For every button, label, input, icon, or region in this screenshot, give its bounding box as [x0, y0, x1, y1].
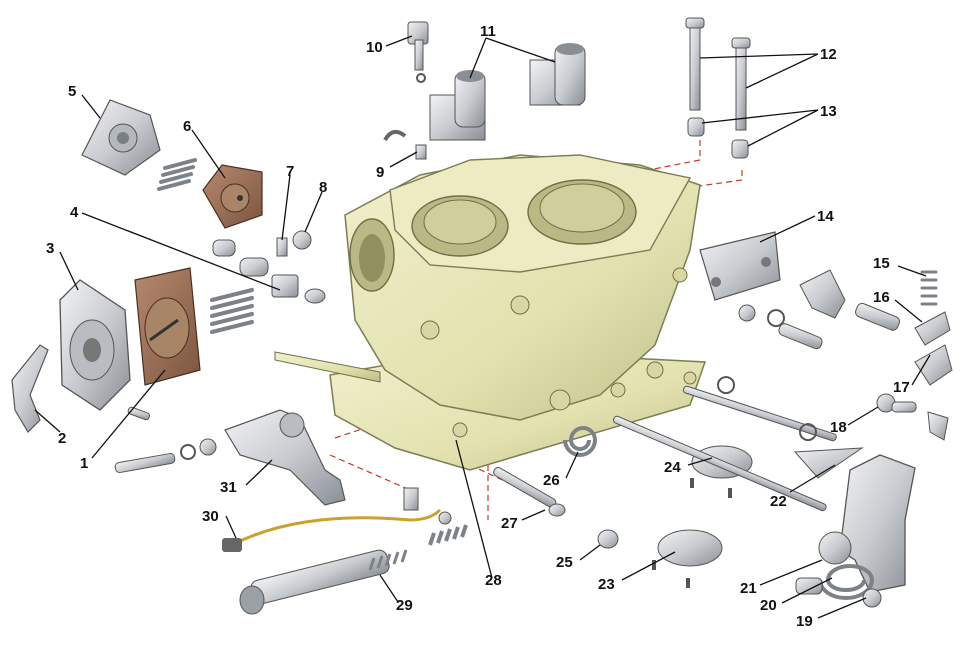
part-10-valve [407, 21, 429, 83]
part-bracket-clip [799, 269, 846, 319]
part-5-diaphragm-cover [81, 99, 161, 176]
callout-30: 30 [202, 508, 219, 525]
callout-22: 22 [770, 493, 787, 510]
callout-29: 29 [396, 597, 413, 614]
callout-20: 20 [760, 597, 777, 614]
callout-6: 6 [183, 118, 191, 135]
callout-2: 2 [58, 430, 66, 447]
part-6-diaphragm [202, 164, 263, 229]
callout-15: 15 [873, 255, 890, 272]
callout-10: 10 [366, 39, 383, 56]
part-30-wire [222, 487, 452, 552]
part-spring-small [157, 158, 197, 191]
callout-25: 25 [556, 554, 573, 571]
part-washers-screw [738, 302, 901, 350]
part-18-screw [876, 393, 949, 441]
callout-4: 4 [70, 204, 79, 221]
callout-13: 13 [820, 103, 837, 120]
part-2-pump-lever [11, 344, 49, 433]
part-14-bracket [699, 231, 781, 301]
callout-1: 1 [80, 455, 88, 472]
part-29-solenoid [239, 524, 468, 615]
callout-11: 11 [480, 23, 496, 40]
callout-5: 5 [68, 83, 76, 100]
callout-8: 8 [319, 179, 327, 196]
callout-19: 19 [796, 613, 813, 630]
part-31-idle-valve-body [224, 409, 346, 506]
small-pin [127, 406, 151, 421]
part-27-screw [493, 467, 566, 517]
callout-24: 24 [664, 459, 681, 476]
leader-lines [34, 35, 931, 619]
carburetor-body [274, 154, 707, 471]
part-23-throttle-disc [652, 529, 723, 588]
callout-9: 9 [376, 164, 384, 181]
callout-31: 31 [220, 479, 237, 496]
callout-18: 18 [830, 419, 847, 436]
part-13-jets [687, 117, 749, 159]
part-26-spring [563, 426, 598, 457]
callout-labels: 1 2 3 4 5 6 7 8 9 10 11 12 13 14 15 16 1… [46, 23, 910, 630]
part-shaft-upper [682, 376, 864, 479]
callout-12: 12 [820, 46, 837, 63]
part-19-20-21-linkage [795, 454, 916, 608]
part-9-screw [383, 129, 427, 160]
callout-14: 14 [817, 208, 834, 225]
part-16-17-clips [914, 311, 953, 386]
part-1-pump-diaphragm [134, 267, 201, 386]
part-screw-washers [114, 438, 217, 473]
part-25-nut [597, 529, 619, 549]
part-shaft-lower [613, 415, 827, 512]
callout-16: 16 [873, 289, 890, 306]
callout-28: 28 [485, 572, 502, 589]
callout-27: 27 [501, 515, 518, 532]
part-12-emulsion-tubes [685, 17, 751, 131]
callout-21: 21 [740, 580, 757, 597]
callout-7: 7 [286, 163, 294, 180]
part-spring-medium [210, 288, 254, 334]
part-15-spring [920, 270, 938, 306]
callout-23: 23 [598, 576, 615, 593]
callout-17: 17 [893, 379, 910, 396]
part-11-jet-holders [429, 43, 586, 141]
callout-3: 3 [46, 240, 54, 257]
callout-26: 26 [543, 472, 560, 489]
small-hardware-7-8 [212, 230, 326, 304]
part-3-accelerator-pump-body [59, 279, 131, 411]
